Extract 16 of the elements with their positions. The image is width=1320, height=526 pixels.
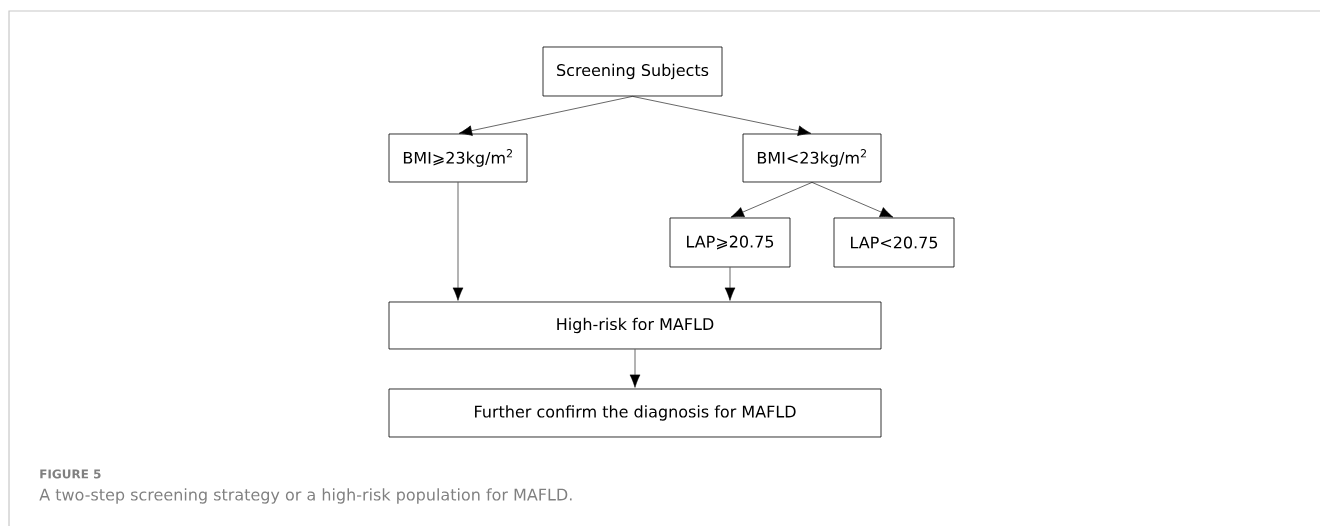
arrow bbox=[629, 349, 641, 388]
process-box: Further confirm the diagnosis for MAFLD bbox=[388, 388, 882, 438]
arrow bbox=[811, 182, 894, 218]
process-box: BMI⩾23kg/m$^{2}$ bbox=[388, 133, 528, 183]
process-box: LAP<20.75 bbox=[833, 217, 955, 268]
caption: A two-step screening strategy or a high-risk population for MAFLD. bbox=[39, 488, 572, 504]
process-box: LAP⩾20.75 bbox=[669, 217, 791, 268]
arrow bbox=[724, 267, 736, 301]
process-box: High-risk for MAFLD bbox=[388, 301, 882, 350]
process-box: Screening Subjects bbox=[542, 46, 723, 97]
figure-number: FIGURE 5 bbox=[40, 469, 101, 479]
arrow bbox=[632, 96, 812, 136]
process-box: BMI<23kg/m$^{2}$ bbox=[742, 133, 882, 183]
arrow bbox=[452, 182, 464, 301]
arrow bbox=[730, 182, 813, 218]
arrow bbox=[458, 96, 633, 136]
